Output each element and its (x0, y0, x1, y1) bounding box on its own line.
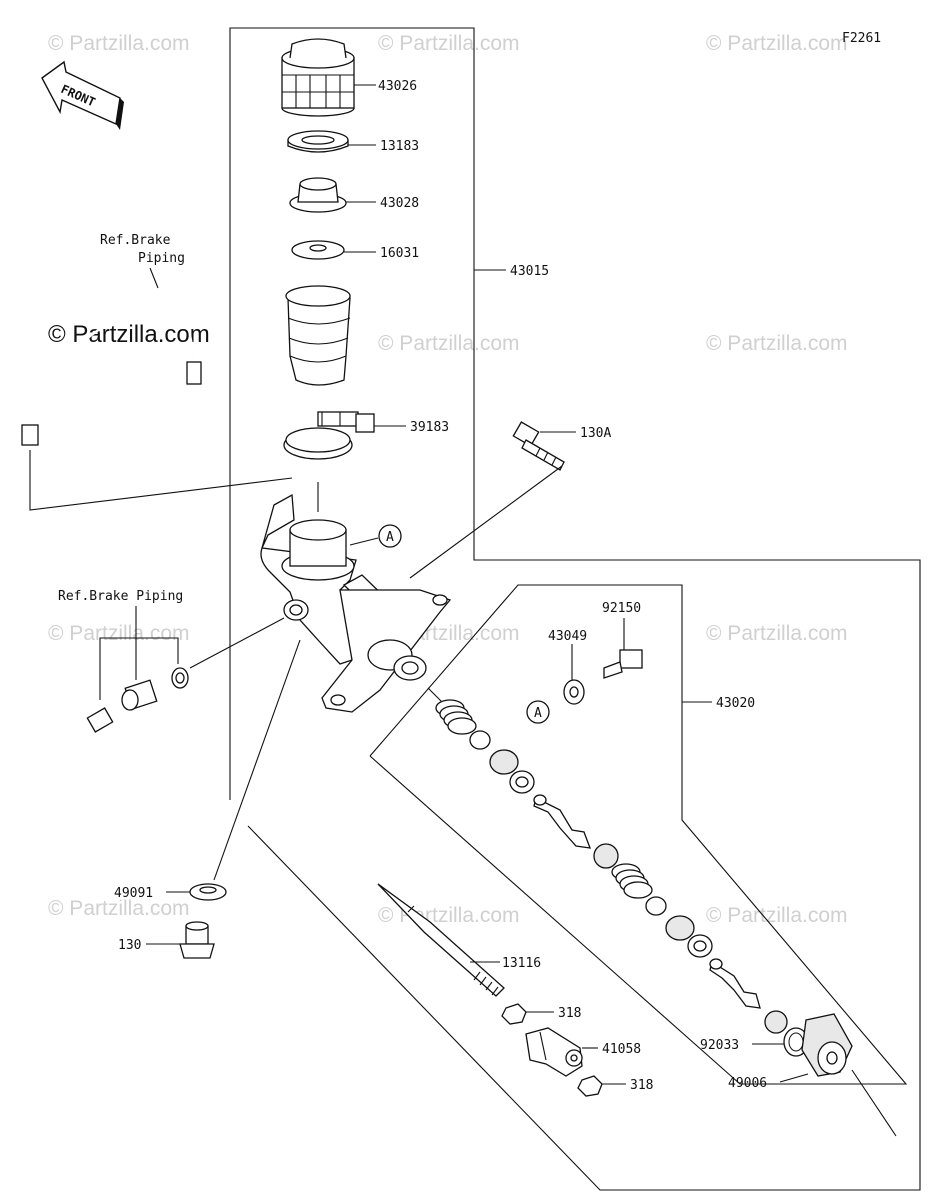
label-92150: 92150 (602, 601, 641, 616)
piston-upper (533, 794, 591, 849)
brake-pipe-upper (21, 267, 202, 446)
label-49091: 49091 (114, 886, 153, 901)
piston-cup (593, 843, 619, 869)
ref-brake-piping-line1: Ref.Brake (100, 233, 171, 248)
ref-brake-piping-2: Ref.Brake Piping (58, 589, 183, 604)
watermark-dark: © Partzilla.com (48, 321, 210, 348)
watermark: © Partzilla.com (706, 904, 848, 927)
washer-49091 (189, 883, 227, 901)
label-43026: 43026 (378, 79, 417, 94)
label-43049: 43049 (548, 629, 587, 644)
spring-lower (611, 863, 653, 899)
label-49006: 49006 (728, 1076, 767, 1091)
brake-hose (74, 707, 114, 791)
label-16031: 16031 (380, 246, 419, 261)
cup-seal (469, 730, 491, 750)
label-92033: 92033 (700, 1038, 739, 1053)
nut-318 (501, 1003, 527, 1025)
label-41058: 41058 (602, 1042, 641, 1057)
watermark: © Partzilla.com (706, 332, 848, 355)
watermark: © Partzilla.com (378, 904, 520, 927)
cup-seal (645, 896, 667, 916)
ref-brake-piping-line2: Piping (138, 251, 185, 266)
bolt-130A (512, 421, 565, 471)
clamp-39183 (283, 411, 375, 460)
watermarks: © Partzilla.com © Partzilla.com © Partzi… (48, 32, 848, 927)
ref-marker-a: A (534, 706, 542, 721)
label-318-lower: 318 (630, 1078, 653, 1093)
watermark: © Partzilla.com (378, 332, 520, 355)
watermark: © Partzilla.com (48, 32, 190, 55)
label-13183: 13183 (380, 139, 419, 154)
watermark: © Partzilla.com (706, 622, 848, 645)
label-43020: 43020 (716, 696, 755, 711)
banjo-fitting (121, 667, 189, 711)
watermark: © Partzilla.com (48, 897, 190, 920)
front-arrow-icon: FRONT (41, 60, 124, 130)
piston-cup (489, 749, 519, 775)
assembly-outlines (229, 27, 921, 1191)
bolt-130 (179, 921, 215, 959)
piston-lower (709, 958, 761, 1009)
watermark: © Partzilla.com (706, 32, 848, 55)
diaphragm-43028 (289, 177, 347, 213)
label-43028: 43028 (380, 196, 419, 211)
spring-upper (435, 699, 477, 735)
boot-49006 (801, 1013, 853, 1077)
washer-16031 (291, 240, 345, 260)
nut-318 (577, 1075, 603, 1097)
plate-13183 (287, 130, 349, 153)
piston-cup (764, 1010, 788, 1034)
watermark: © Partzilla.com (48, 622, 190, 645)
label-130A: 130A (580, 426, 611, 441)
ref-marker-a: A (386, 530, 394, 545)
master-cylinder-body (260, 493, 452, 713)
label-39183: 39183 (410, 420, 449, 435)
label-318-upper: 318 (558, 1006, 581, 1021)
label-130: 130 (118, 938, 141, 953)
label-43015: 43015 (510, 264, 549, 279)
diagram-code: F2261 (842, 31, 881, 46)
push-rod-13116 (377, 883, 505, 997)
reservoir-cap-43026 (281, 38, 355, 117)
watermark: © Partzilla.com (378, 32, 520, 55)
reservoir-tank (285, 285, 351, 386)
bleeder-92150 (603, 649, 643, 679)
clevis-41058 (525, 1027, 583, 1077)
label-13116: 13116 (502, 956, 541, 971)
piston-cup (665, 915, 695, 941)
